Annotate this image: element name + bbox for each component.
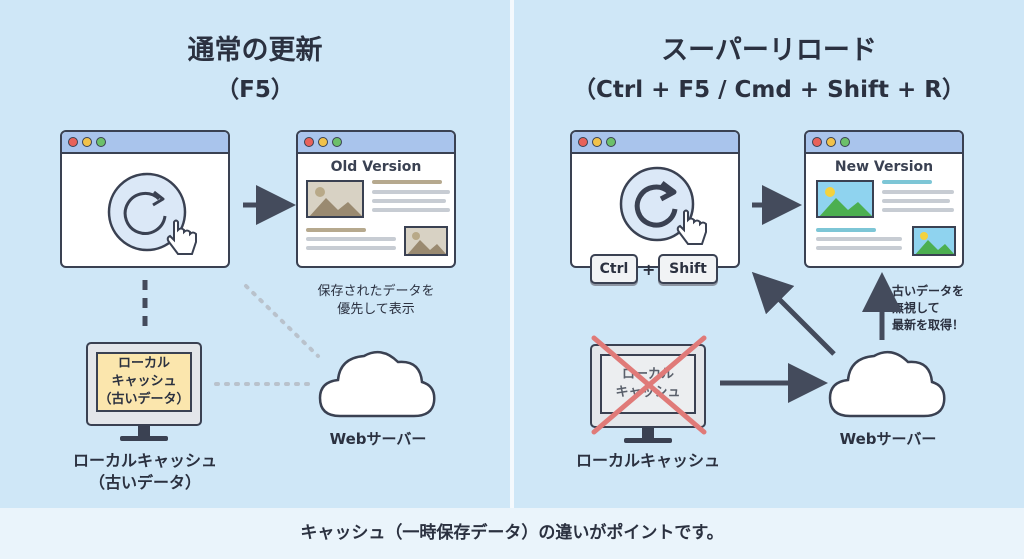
- reload-icon: [107, 172, 197, 255]
- new-version-caption: 古いデータを 無視して 最新を取得！: [892, 284, 965, 332]
- super-reload-panel: スーパーリロード （Ctrl + F5 / Cmd + Shift + R） C…: [514, 0, 1024, 508]
- connector-arrows: [142, 185, 902, 403]
- browser-window-old-version: Old Version: [296, 130, 456, 268]
- browser-window-super-reload: [570, 130, 740, 268]
- arrow-server-to-browser: [751, 271, 836, 356]
- shift-key: Shift: [658, 254, 718, 284]
- hand-cursor-icon: [166, 219, 197, 255]
- normal-refresh-shortcut: （F5）: [216, 77, 294, 103]
- ctrl-key: Ctrl: [590, 254, 638, 284]
- dotted-link-browser-server: [244, 284, 320, 358]
- panel-divider: [510, 0, 514, 508]
- local-cache-label-right: ローカルキャッシュ: [575, 451, 720, 470]
- normal-refresh-title: 通常の更新: [187, 35, 323, 66]
- fresh-image-icon-small: [912, 226, 956, 256]
- faded-image-icon-small: [404, 226, 448, 256]
- super-reload-title: スーパーリロード: [661, 35, 877, 66]
- local-cache-monitor: ローカル キャッシュ （古いデータ）: [86, 342, 202, 426]
- web-server-label-right: Webサーバー: [839, 430, 937, 448]
- hand-cursor-icon: [676, 209, 707, 245]
- normal-refresh-panel: 通常の更新 （F5） Old Version: [0, 0, 510, 508]
- cross-mark-icon: [591, 335, 707, 435]
- old-version-title: Old Version: [330, 159, 422, 175]
- web-server-label: Webサーバー: [329, 430, 427, 448]
- web-server-cloud-icon: [318, 350, 436, 418]
- faded-image-icon: [306, 180, 364, 218]
- local-cache-label: ローカルキャッシュ （古いデータ）: [72, 451, 217, 492]
- window-title-bar: [62, 132, 228, 154]
- new-version-title: New Version: [834, 159, 934, 175]
- browser-window-reload: [60, 130, 230, 268]
- footer-note: キャッシュ（一時保存データ）の違いがポイントです。: [0, 508, 1024, 559]
- local-cache-screen: ローカル キャッシュ （古いデータ）: [96, 352, 192, 412]
- browser-window-new-version: New Version: [804, 130, 964, 268]
- old-version-caption: 保存されたデータを 優先して表示: [317, 284, 435, 317]
- web-server-cloud-icon-right: [828, 350, 946, 418]
- fresh-image-icon: [816, 180, 874, 218]
- super-reload-shortcut: （Ctrl + F5 / Cmd + Shift + R）: [573, 77, 965, 103]
- key-plus: +: [642, 260, 656, 279]
- reload-icon-bold: [619, 166, 707, 245]
